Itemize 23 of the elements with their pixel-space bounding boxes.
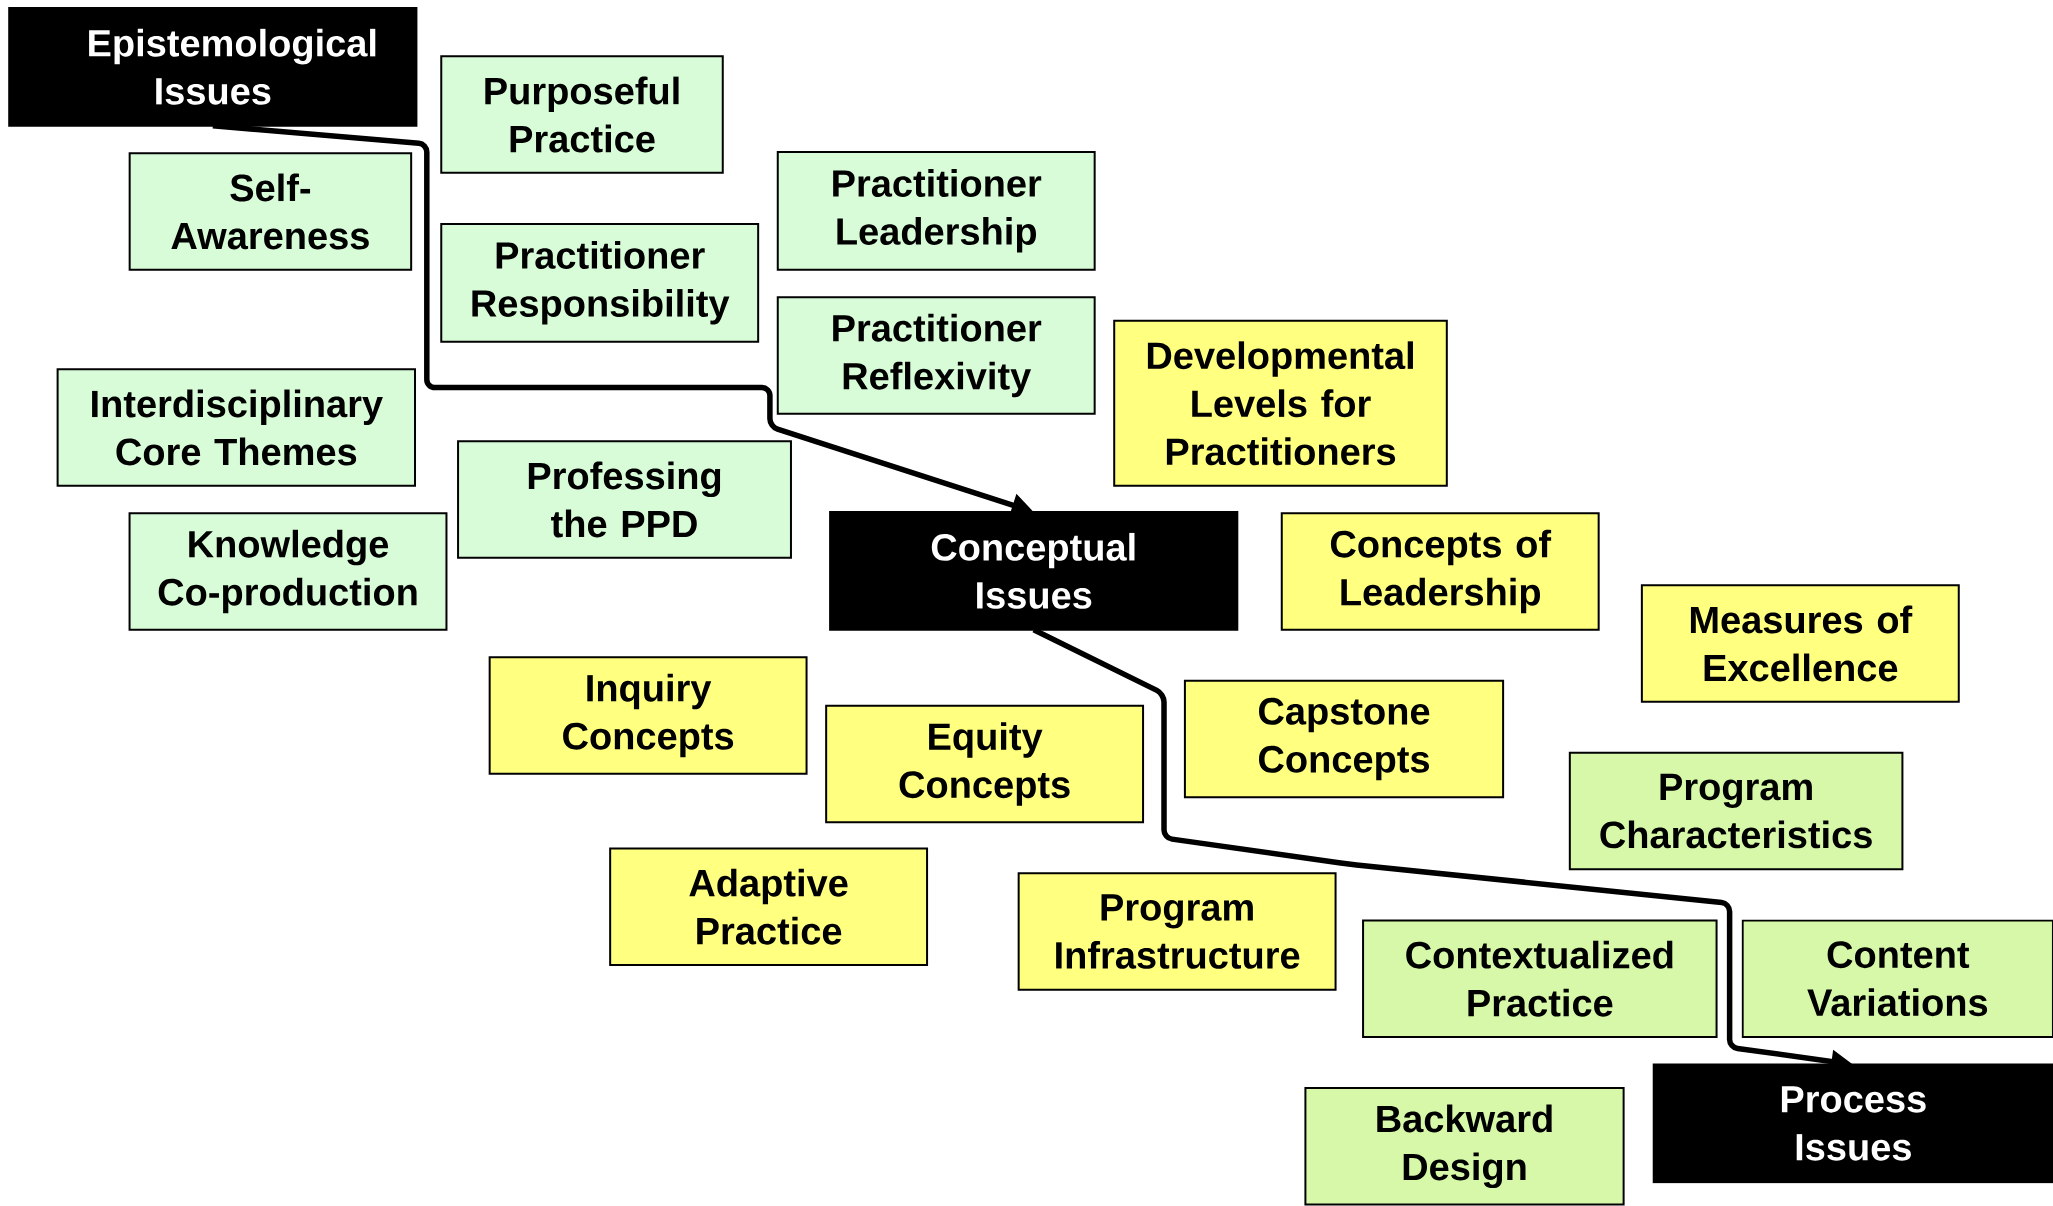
topic-box: Inquiry Concepts xyxy=(488,656,808,775)
title-box: Epistemological Issues xyxy=(8,6,418,127)
topic-box: Adaptive Practice xyxy=(609,847,929,966)
topic-box: Equity Concepts xyxy=(825,704,1145,824)
topic-box: Interdisciplinary Core Themes xyxy=(56,368,416,487)
topic-box: Professing the PPD xyxy=(457,440,792,559)
topic-box: Developmental Levels for Practitioners xyxy=(1113,319,1448,487)
topic-box: Program Infrastructure xyxy=(1017,872,1337,991)
topic-box: Backward Design xyxy=(1304,1087,1625,1206)
topic-box: Practitioner Leadership xyxy=(776,150,1096,271)
topic-box: Program Characteristics xyxy=(1568,751,1904,871)
topic-box: Contextualized Practice xyxy=(1362,919,1718,1038)
topic-box: Capstone Concepts xyxy=(1183,679,1505,799)
topic-box: Knowledge Co-production xyxy=(128,512,448,631)
topic-box: Content Variations xyxy=(1741,919,2053,1038)
topic-box: Practitioner Responsibility xyxy=(440,222,760,343)
topic-box: Practitioner Reflexivity xyxy=(776,296,1096,415)
title-box: Conceptual Issues xyxy=(829,511,1239,631)
topic-box: Concepts of Leadership xyxy=(1280,512,1600,631)
topic-box: Measures of Excellence xyxy=(1640,584,1960,703)
topic-box: Purposeful Practice xyxy=(440,55,724,174)
topic-box: Self-Awareness xyxy=(128,152,413,271)
title-box: Process Issues xyxy=(1652,1063,2053,1184)
